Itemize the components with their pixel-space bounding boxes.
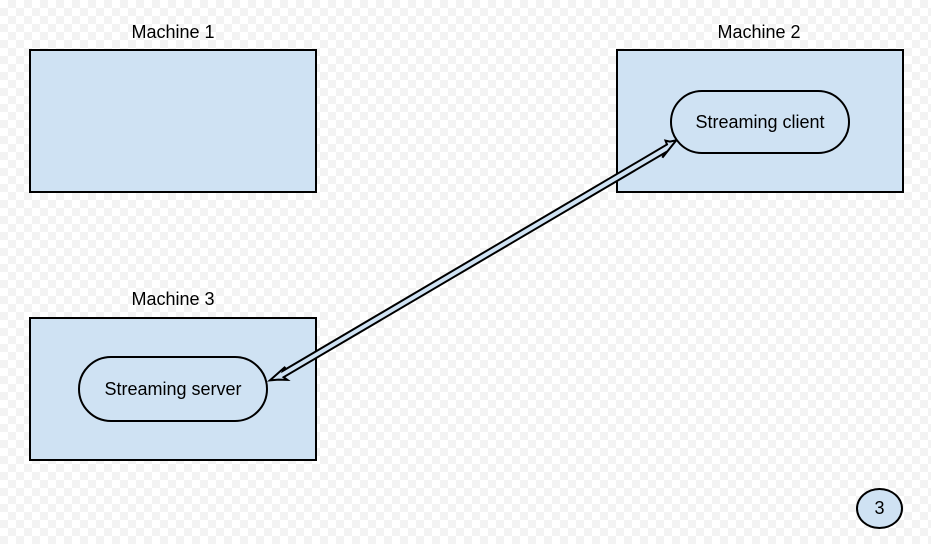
machine-2-title: Machine 2 [717, 22, 801, 42]
machine-1-box[interactable] [29, 49, 317, 193]
page-number-badge: 3 [856, 488, 903, 529]
machine-3-title: Machine 3 [131, 289, 215, 309]
streaming-server-node[interactable]: Streaming server [78, 356, 268, 422]
streaming-client-node[interactable]: Streaming client [670, 90, 850, 154]
machine-1-title: Machine 1 [131, 22, 215, 42]
